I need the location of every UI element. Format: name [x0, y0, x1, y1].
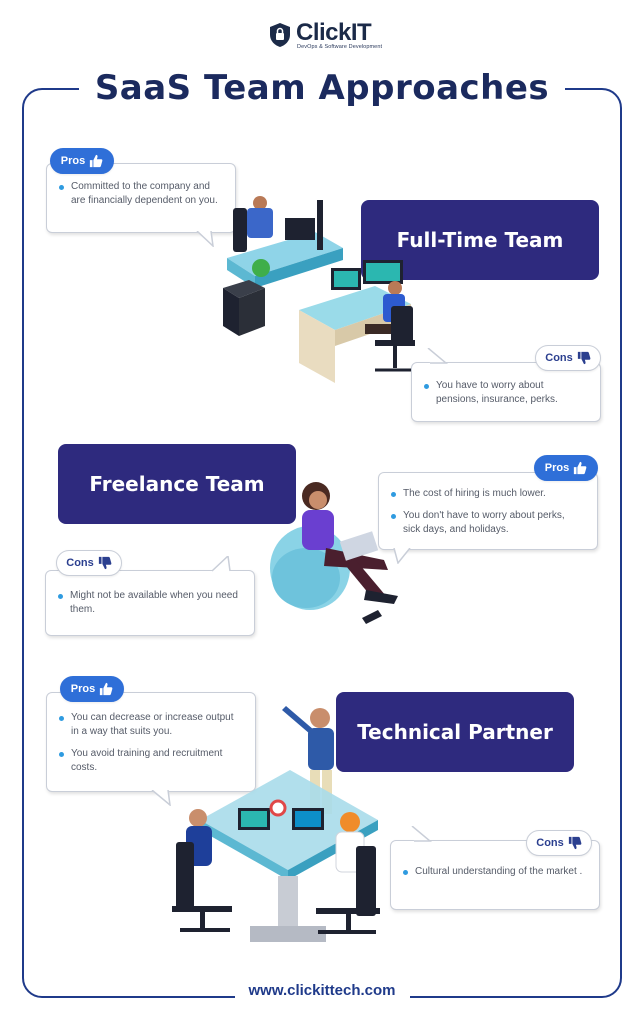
pros-item: You don't have to worry about perks, sic…	[391, 509, 583, 537]
bubble-tail	[427, 348, 448, 364]
cons-bubble-freelance: Might not be available when you need the…	[45, 570, 255, 636]
pros-pill-freelance: Pros	[534, 455, 598, 481]
pros-item: You can decrease or increase output in a…	[59, 711, 241, 739]
thumbs-down-icon	[568, 836, 582, 850]
cons-item: Might not be available when you need the…	[58, 589, 240, 617]
bubble-tail	[393, 548, 411, 564]
brand-name: ClickIT	[296, 19, 372, 46]
team-card-fulltime: Full-Time Team	[361, 200, 599, 280]
page-title-wrap: SaaS Team Approaches	[0, 68, 644, 108]
cons-pill-freelance: Cons	[56, 550, 122, 576]
bubble-tail	[151, 790, 171, 806]
pros-bubble-partner: You can decrease or increase output in a…	[46, 692, 256, 792]
shield-lock-icon	[270, 23, 290, 47]
cons-item: Cultural understanding of the market .	[403, 865, 585, 879]
brand-tagline: DevOps & Software Development	[297, 44, 383, 50]
cons-pill-fulltime: Cons	[535, 345, 601, 371]
thumbs-up-icon	[574, 461, 587, 475]
cons-bubble-fulltime: You have to worry about pensions, insura…	[411, 362, 601, 422]
footer-wrap: www.clickittech.com	[0, 982, 644, 1000]
thumbs-up-icon	[90, 154, 103, 168]
pros-item: You avoid training and recruitment costs…	[59, 747, 241, 775]
technical-partner-illustration	[172, 706, 380, 942]
pros-item: The cost of hiring is much lower.	[391, 487, 583, 501]
pros-item: Committed to the company and are financi…	[59, 180, 221, 208]
brand-logo: ClickIT DevOps & Software Development	[262, 18, 384, 52]
pros-pill-partner: Pros	[60, 676, 124, 702]
pros-bubble-freelance: The cost of hiring is much lower. You do…	[378, 472, 598, 550]
thumbs-down-icon	[577, 351, 591, 365]
bubble-tail	[196, 231, 214, 247]
pros-pill-fulltime: Pros	[50, 148, 114, 174]
team-card-partner: Technical Partner	[336, 692, 574, 772]
page-title: SaaS Team Approaches	[78, 68, 566, 108]
freelance-team-illustration	[270, 482, 398, 624]
cons-item: You have to worry about pensions, insura…	[424, 379, 586, 407]
bubble-tail	[211, 556, 231, 572]
team-card-freelance: Freelance Team	[58, 444, 296, 524]
cons-pill-partner: Cons	[526, 830, 592, 856]
pros-bubble-fulltime: Committed to the company and are financi…	[46, 163, 236, 233]
footer-url[interactable]: www.clickittech.com	[234, 982, 410, 999]
bubble-tail	[411, 826, 432, 842]
fulltime-team-illustration	[223, 196, 415, 383]
thumbs-down-icon	[98, 556, 112, 570]
thumbs-up-icon	[100, 682, 113, 696]
